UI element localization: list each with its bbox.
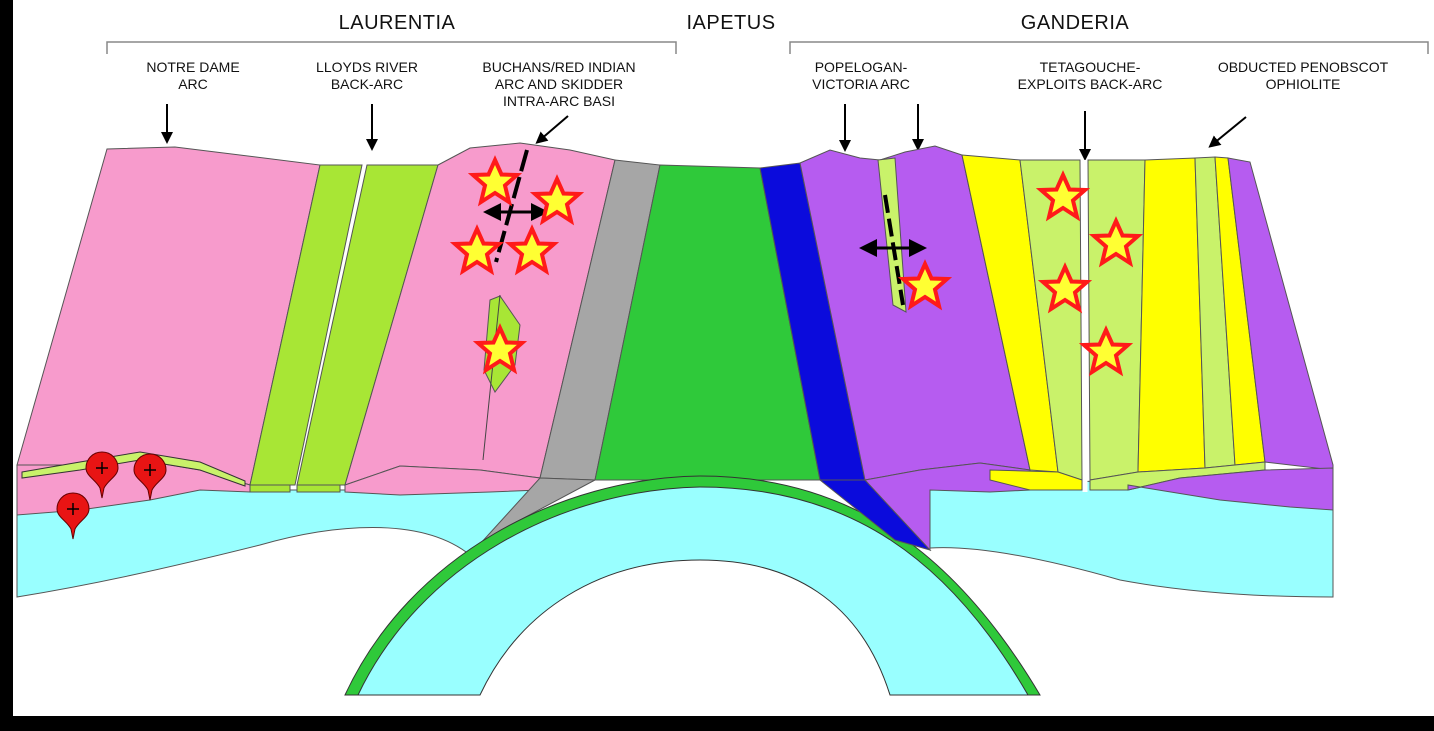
notre-dame-label-1: NOTRE DAME [146, 59, 239, 75]
penobscot-label-2: OPHIOLITE [1266, 76, 1341, 92]
tetagouche-green-2 [1088, 160, 1145, 480]
lloyds-base-1 [250, 485, 290, 492]
frame-left-border [0, 0, 13, 731]
lloyds-river-label-2: BACK-ARC [331, 76, 403, 92]
lloyds-base-2 [297, 485, 340, 492]
tetagouche-label-1: TETAGOUCHE- [1040, 59, 1141, 75]
popelogan-label-1: POPELOGAN- [815, 59, 908, 75]
iapetus-title: IAPETUS [686, 12, 775, 34]
buchans-label-1: BUCHANS/RED INDIAN [482, 59, 635, 75]
ganderia-title: GANDERIA [1021, 12, 1130, 34]
popelogan-label-2: VICTORIA ARC [812, 76, 910, 92]
penobscot-label-1: OBDUCTED PENOBSCOT [1218, 59, 1389, 75]
tetagouche-yellow-2 [1138, 158, 1205, 472]
frame-bottom-border [0, 716, 1434, 731]
buchans-label-3: INTRA-ARC BASI [503, 93, 615, 109]
laurentia-title: LAURENTIA [339, 12, 456, 34]
tetagouche-label-2: EXPLOITS BACK-ARC [1018, 76, 1163, 92]
buchans-label-2: ARC AND SKIDDER [495, 76, 623, 92]
lloyds-river-label-1: LLOYDS RIVER [316, 59, 418, 75]
notre-dame-label-2: ARC [178, 76, 208, 92]
